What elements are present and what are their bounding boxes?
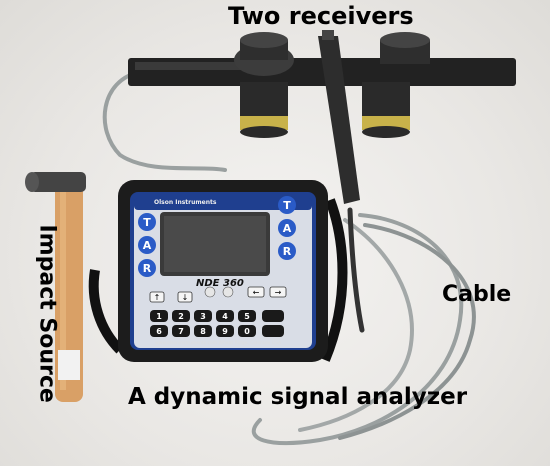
probe-cable bbox=[347, 207, 365, 333]
caption-two-receivers: Two receivers bbox=[228, 2, 414, 30]
side-keys-left bbox=[138, 213, 156, 277]
receiver-assembly bbox=[128, 30, 516, 204]
svg-text:A: A bbox=[143, 239, 152, 252]
device-footer-label: www.olsoninstruments.com Wheat Ridge, Co… bbox=[155, 341, 282, 346]
device-brand-label: Olson Instruments bbox=[154, 199, 217, 206]
svg-text:→: → bbox=[275, 288, 282, 297]
main-cable-loop-1 bbox=[251, 213, 464, 446]
receiver-right-band bbox=[362, 116, 410, 130]
device-model-label: NDE 360 bbox=[196, 278, 244, 289]
svg-text:T: T bbox=[283, 199, 291, 212]
svg-text:3: 3 bbox=[200, 312, 206, 321]
receiver-left-band bbox=[240, 116, 288, 130]
receiver-left-body bbox=[240, 82, 288, 120]
svg-text:2: 2 bbox=[178, 312, 184, 321]
svg-text:←: ← bbox=[253, 288, 260, 297]
svg-text:9: 9 bbox=[222, 327, 228, 336]
svg-text:R: R bbox=[143, 262, 152, 275]
cable-group bbox=[102, 70, 476, 446]
svg-text:0: 0 bbox=[244, 327, 250, 336]
svg-text:4: 4 bbox=[222, 312, 228, 321]
svg-text:8: 8 bbox=[200, 327, 206, 336]
caption-cable: Cable bbox=[442, 282, 512, 307]
svg-text:A: A bbox=[283, 222, 292, 235]
caption-impact-source: Impact Source bbox=[34, 224, 60, 403]
hammer bbox=[25, 172, 86, 402]
probe-handle bbox=[318, 36, 360, 204]
svg-text:T: T bbox=[143, 216, 151, 229]
main-cable-loop-2 bbox=[338, 223, 476, 440]
side-keys-right bbox=[278, 196, 296, 260]
caption-signal-analyzer: A dynamic signal analyzer bbox=[128, 384, 468, 410]
strap bbox=[88, 269, 124, 354]
hammer-label bbox=[58, 350, 80, 380]
keypad bbox=[150, 310, 284, 337]
svg-text:R: R bbox=[283, 245, 292, 258]
receiver-right-body bbox=[362, 82, 410, 120]
svg-text:5: 5 bbox=[244, 312, 250, 321]
receiver-cable-left bbox=[102, 70, 227, 172]
svg-text:7: 7 bbox=[178, 327, 184, 336]
main-cable-loop-3 bbox=[298, 218, 414, 432]
analyzer-device: TAR TAR ↑↓ ←→ bbox=[118, 180, 328, 362]
svg-text:↓: ↓ bbox=[182, 293, 189, 302]
svg-text:↑: ↑ bbox=[154, 293, 161, 302]
hammer-head bbox=[30, 172, 86, 192]
svg-text:6: 6 bbox=[156, 327, 162, 336]
arrow-keys bbox=[149, 286, 287, 303]
svg-text:1: 1 bbox=[156, 312, 162, 321]
